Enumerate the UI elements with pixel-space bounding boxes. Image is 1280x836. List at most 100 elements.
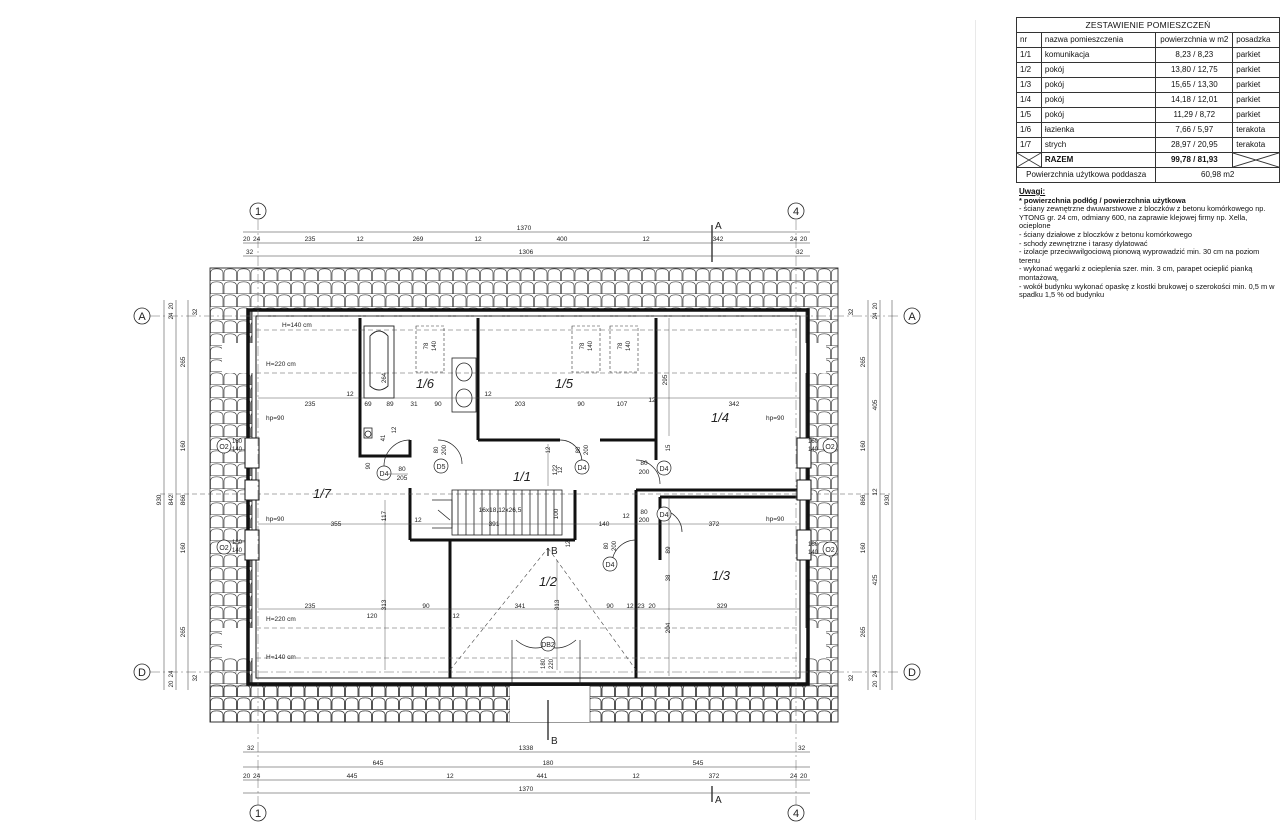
room-label-1-7: 1/7 <box>313 486 332 501</box>
dim-inner-122: 122 <box>552 464 559 475</box>
note-line: - ściany zewnętrzne dwuwarstwowe z blocz… <box>1019 204 1266 231</box>
row-area: 8,23 / 8,23 <box>1155 47 1234 63</box>
dim-inner-200e: 200 <box>639 517 650 524</box>
grid-axes <box>150 220 900 808</box>
section-label-a-bottom: A <box>715 795 722 806</box>
note-line: - ściany działowe z bloczków z betonu ko… <box>1019 229 1192 239</box>
room-schedule-table: ZESTAWIENIE POMIESZCZEŃ nr nazwa pomiesz… <box>1015 17 1280 183</box>
dim-inner-12c: 12 <box>648 397 656 404</box>
schedule-usable-row: Powierzchnia użytkowa poddasza 60,98 m2 <box>1015 167 1280 183</box>
dim-right-20b: 20 <box>873 680 879 687</box>
dim-top-24: 24 <box>253 236 261 243</box>
dim-bottom-372: 372 <box>709 773 720 780</box>
dim-right-265a: 265 <box>860 356 867 367</box>
notes-block: Uwagi: * powierzchnia podłóg / powierzch… <box>1019 187 1277 300</box>
dim-inner-391: 391 <box>489 521 500 528</box>
dim-inner-12j: 12 <box>452 613 460 620</box>
dim-inner-12g: 12 <box>414 517 422 524</box>
row-name: pokój <box>1040 107 1157 123</box>
floor-plan-drawing: 1 4 1 4 A A D D A A B B 1370 20 24 235 1… <box>133 202 921 822</box>
dim-inner-31: 31 <box>410 401 418 408</box>
room-label-1-5: 1/5 <box>555 376 574 391</box>
dim-inner-90b: 90 <box>577 401 585 408</box>
dim-right-32b: 32 <box>849 674 855 681</box>
dim-inner-89: 89 <box>386 401 394 408</box>
dim-right-20a: 20 <box>873 302 879 309</box>
dim-inner-140a: 140 <box>432 340 438 351</box>
table-row: 1/3 pokój 15,65 / 13,30 parkiet <box>1016 77 1280 93</box>
dim-inner-12f: 12 <box>558 466 564 473</box>
row-floor: parkiet <box>1232 92 1280 108</box>
dim-inner-235: 235 <box>305 401 316 408</box>
dim-bottom-645: 645 <box>373 760 384 767</box>
dim-inner-313: 313 <box>381 599 388 610</box>
table-row: 1/7 strych 28,97 / 20,95 terakota <box>1016 137 1280 153</box>
row-area: 13,80 / 12,75 <box>1155 62 1234 78</box>
dim-inner-117: 117 <box>381 510 388 521</box>
dim-inner-180: 180 <box>541 658 547 669</box>
dim-bottom-545: 545 <box>693 760 704 767</box>
dim-inner-100: 100 <box>553 508 560 519</box>
schedule-title: ZESTAWIENIE POMIESZCZEŃ <box>1016 17 1280 33</box>
window-dim-140-d: 140 <box>808 550 819 556</box>
row-floor: parkiet <box>1232 62 1280 78</box>
dim-right-265b: 265 <box>860 626 867 637</box>
dim-inner-200b: 200 <box>442 444 448 455</box>
dim-inner-80e: 80 <box>640 509 648 516</box>
door-tag-d4-b: D4 <box>578 465 587 472</box>
table-row: 1/1 komunikacja 8,23 / 8,23 parkiet <box>1016 47 1280 63</box>
dim-inner-80f: 80 <box>604 542 610 549</box>
dim-inner-372: 372 <box>709 521 720 528</box>
dim-bottom-441: 441 <box>537 773 548 780</box>
dim-top-32l: 32 <box>246 249 254 256</box>
usable-value: 60,98 m2 <box>1155 167 1280 183</box>
row-area: 14,18 / 12,01 <box>1155 92 1234 108</box>
window-dim-140-b: 140 <box>232 548 243 554</box>
room-label-1-6: 1/6 <box>416 376 435 391</box>
dim-right-24a: 24 <box>873 312 879 319</box>
dim-top-12a: 12 <box>356 236 364 243</box>
row-floor: terakota <box>1232 137 1280 153</box>
total-label: RAZEM <box>1040 152 1157 168</box>
section-label-b-bottom: B <box>551 736 558 747</box>
dim-inner-264: 264 <box>382 372 388 383</box>
dim-right-866: 866 <box>860 494 867 505</box>
window-dim-140-a: 140 <box>232 447 243 453</box>
dim-top-12c: 12 <box>642 236 650 243</box>
row-nr: 1/1 <box>1016 47 1042 63</box>
row-name: komunikacja <box>1040 47 1157 63</box>
dim-top-12b: 12 <box>474 236 482 243</box>
dim-inner-205: 205 <box>397 475 408 482</box>
dim-inner-12d: 12 <box>392 426 398 433</box>
dim-inner-329: 329 <box>717 603 728 610</box>
cross-mark-icon <box>1233 153 1279 167</box>
note-line: - izolacje przeciwwilgociową pionową wyp… <box>1019 247 1260 265</box>
dim-inner-23: 23 <box>637 603 645 610</box>
interior-walls <box>358 318 800 678</box>
height-label-140-top: H=140 cm <box>282 322 312 329</box>
door-marker-circles <box>376 458 672 652</box>
dim-inner-20: 20 <box>648 603 656 610</box>
door-tag-d4-c: D4 <box>660 466 669 473</box>
dim-right-930: 930 <box>884 494 891 505</box>
window-marker-circles <box>216 438 838 557</box>
dim-inner-107: 107 <box>617 401 628 408</box>
notes-title: Uwagi: <box>1019 187 1046 196</box>
dim-inner-12b: 12 <box>484 391 492 398</box>
dim-inner-78a: 78 <box>424 342 430 349</box>
dim-left-20a: 20 <box>169 302 175 309</box>
dim-inner-41: 41 <box>381 434 387 441</box>
row-floor: terakota <box>1232 122 1280 138</box>
dim-right-405: 405 <box>872 399 879 410</box>
dim-top-342: 342 <box>713 236 724 243</box>
row-floor: parkiet <box>1232 47 1280 63</box>
room-label-1-1: 1/1 <box>513 469 531 484</box>
row-nr: 1/4 <box>1016 92 1042 108</box>
dim-inner-200d: 200 <box>639 469 650 476</box>
dim-bottom-32l: 32 <box>247 745 255 752</box>
dim-top-32r: 32 <box>796 249 804 256</box>
dim-inner-38: 38 <box>666 574 672 581</box>
staircase <box>432 489 563 536</box>
dim-bottom-32r: 32 <box>798 745 806 752</box>
stairs-spec: 16x18,12x26,5 <box>479 507 522 514</box>
